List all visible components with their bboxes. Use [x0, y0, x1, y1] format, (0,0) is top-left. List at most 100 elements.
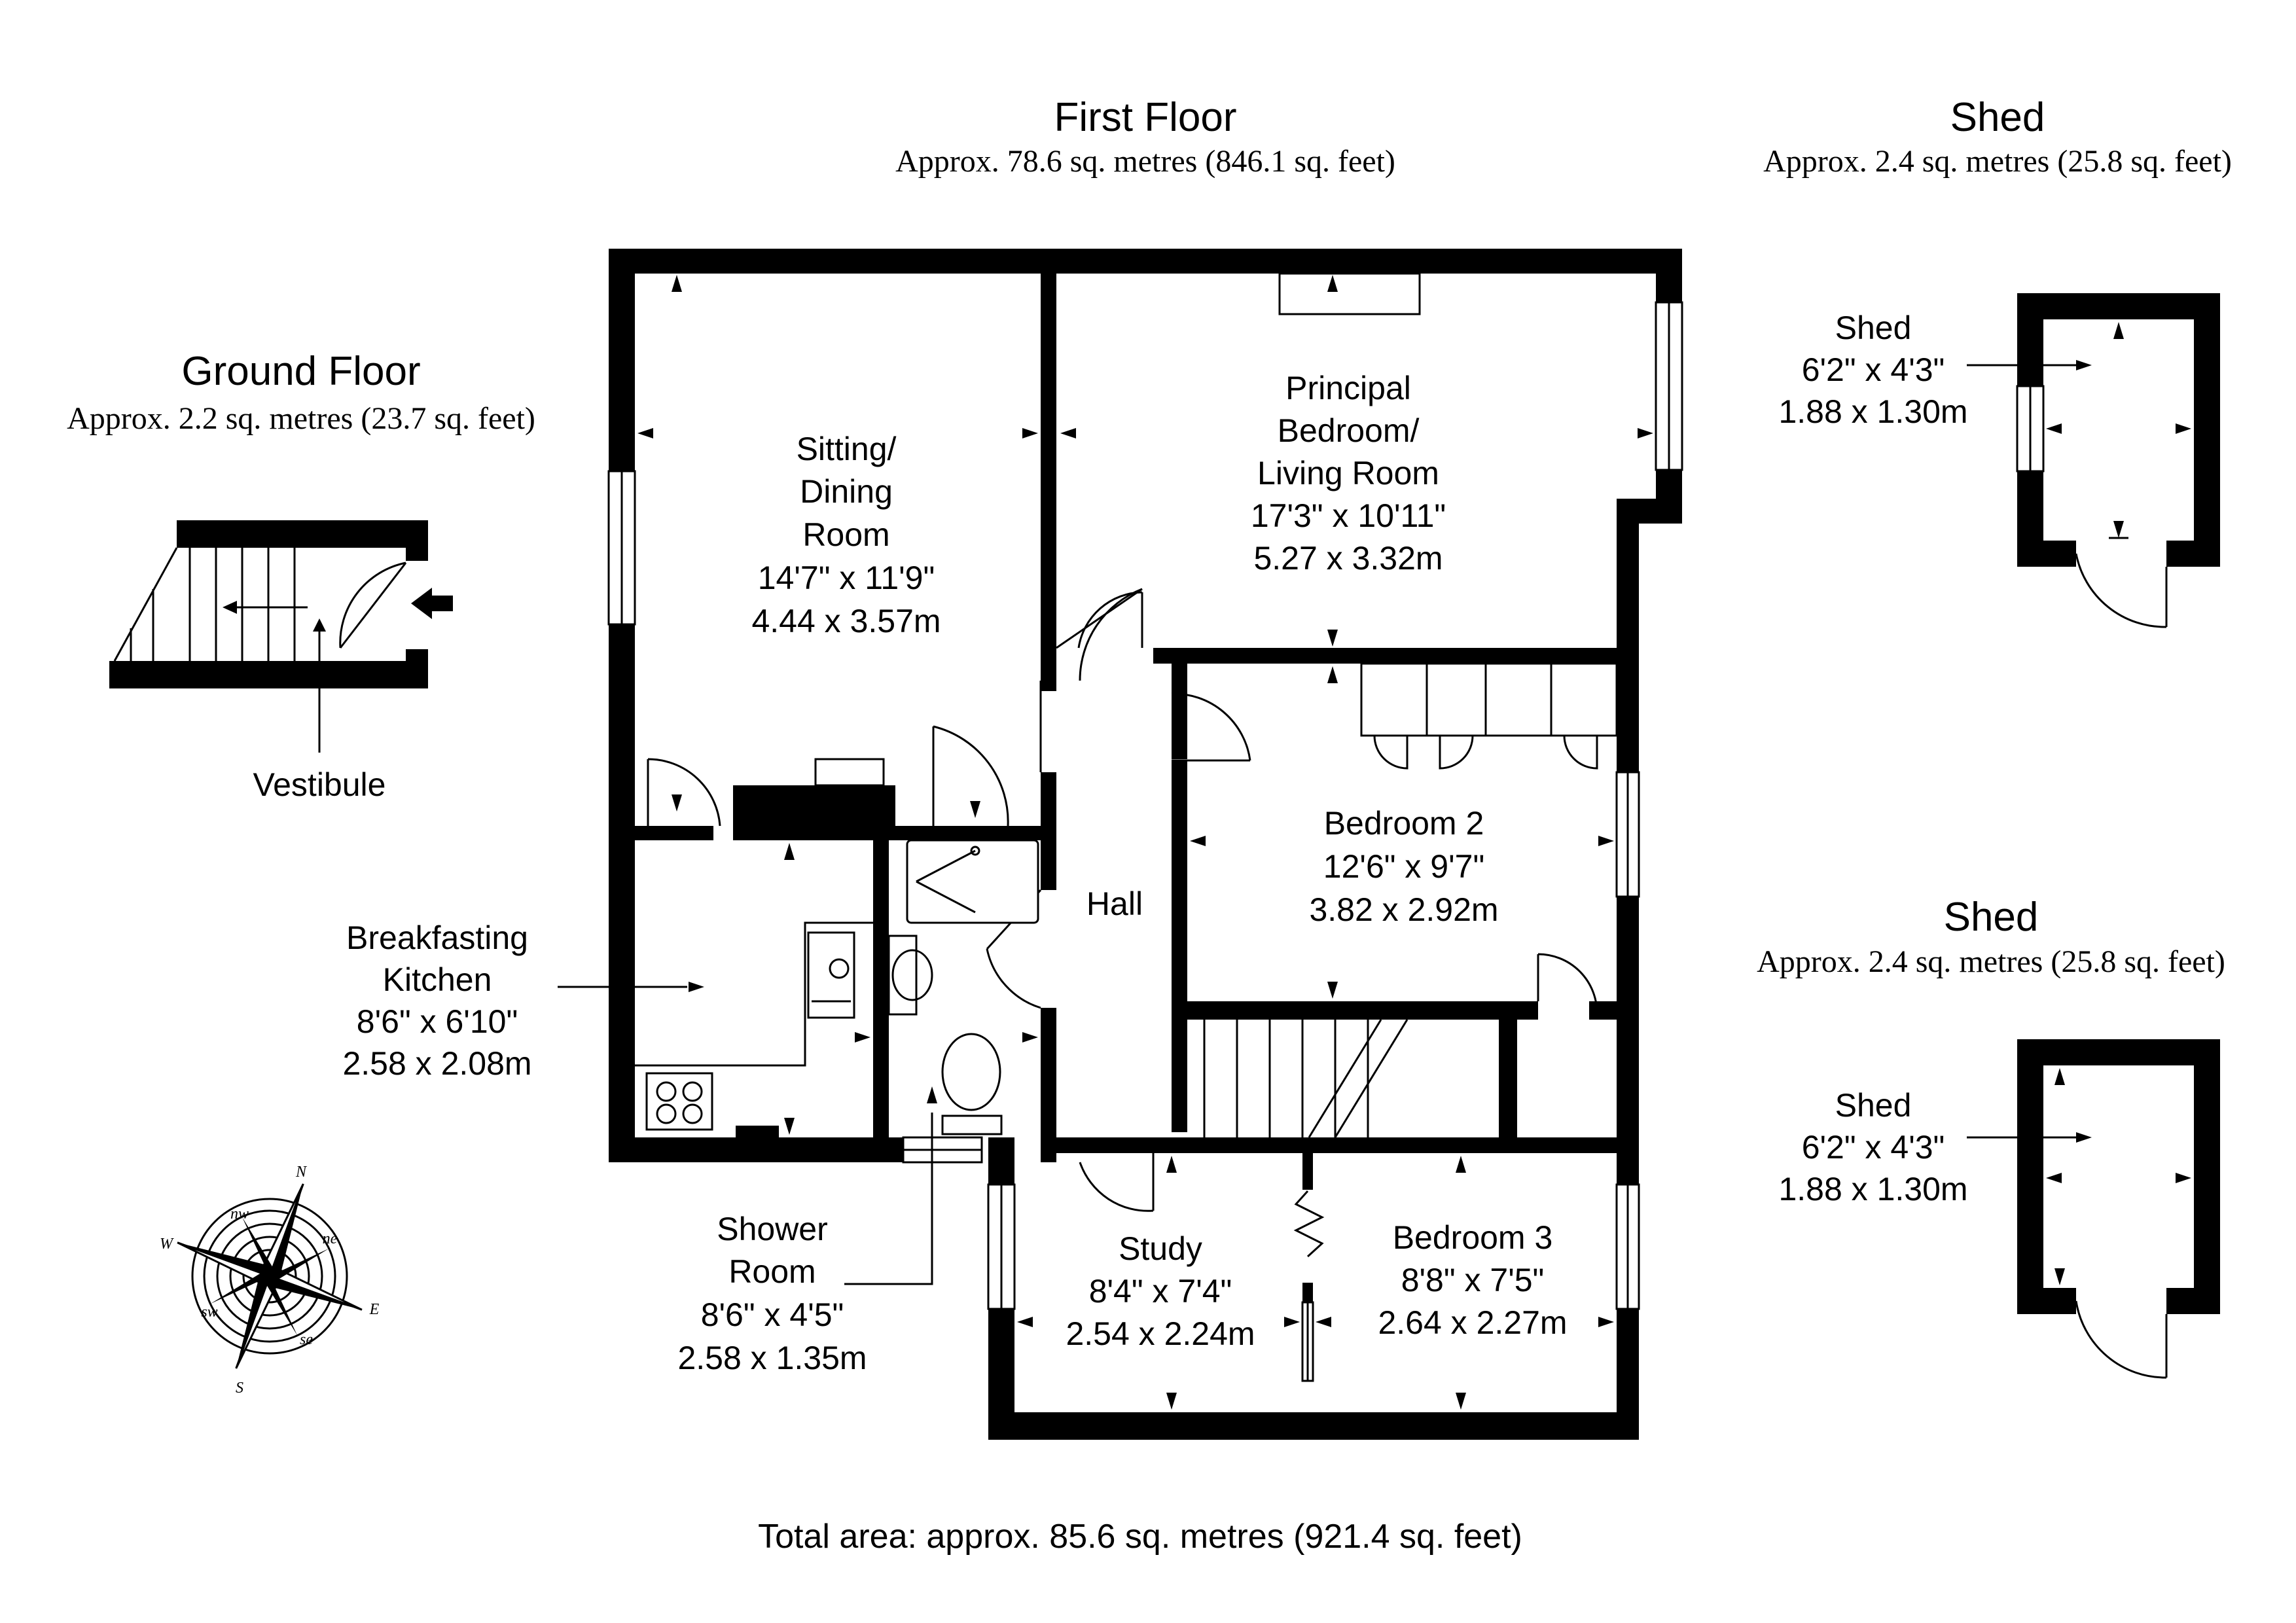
door-sitting-hall: [1056, 588, 1143, 681]
svg-text:8'8" x 7'5": 8'8" x 7'5": [1401, 1262, 1545, 1298]
kitchen-counter: [635, 921, 873, 1139]
wall-kitchen-chimney-inner: [764, 785, 816, 813]
svg-text:Shed: Shed: [1835, 1087, 1912, 1124]
svg-text:2.58 x 1.35m: 2.58 x 1.35m: [677, 1340, 867, 1376]
svg-text:S: S: [236, 1380, 243, 1397]
room-label-bedroom3: Bedroom 3 8'8" x 7'5" 2.64 x 2.27m: [1378, 1219, 1567, 1341]
room-label-shower: Shower Room 8'6" x 4'5" 2.58 x 1.35m: [677, 1211, 867, 1376]
wall-stair-west: [1172, 1001, 1187, 1132]
svg-text:8'4" x 7'4": 8'4" x 7'4": [1089, 1273, 1232, 1310]
wall-principal-bedroom2: [1153, 648, 1639, 664]
wall-hall-west-a: [1041, 772, 1056, 890]
door-bedroom2-hall: [1171, 692, 1251, 762]
wall-store-west: [1499, 1008, 1517, 1137]
dimension-arrows: [637, 275, 1653, 1410]
door-store: [1537, 953, 1598, 1014]
door-principal-hall: [1077, 591, 1143, 649]
svg-text:4.44 x 3.57m: 4.44 x 3.57m: [751, 603, 941, 639]
svg-text:17'3" x 10'11": 17'3" x 10'11": [1251, 497, 1446, 534]
vestibule-wall-bottom: [109, 661, 428, 688]
svg-text:E: E: [369, 1301, 380, 1318]
svg-text:Study: Study: [1119, 1230, 1202, 1267]
wall-hall-west-b: [1041, 1008, 1056, 1162]
vestibule-entrance-door: [339, 562, 407, 649]
wall-bedroom2-west-b: [1172, 760, 1187, 1009]
first-floor-title: First Floor: [1054, 95, 1237, 140]
svg-text:W: W: [160, 1236, 174, 1253]
svg-text:8'6" x 6'10": 8'6" x 6'10": [357, 1003, 518, 1040]
first-floor-heading: First Floor Approx. 78.6 sq. metres (846…: [895, 95, 1395, 179]
svg-text:3.82 x 2.92m: 3.82 x 2.92m: [1309, 891, 1498, 928]
svg-text:2.54 x 2.24m: 2.54 x 2.24m: [1066, 1315, 1255, 1352]
shower-tray: [906, 839, 1039, 924]
svg-text:1.88 x 1.30m: 1.88 x 1.30m: [1778, 393, 1967, 430]
wardrobes-bedroom2: [1360, 662, 1618, 770]
svg-text:Room: Room: [728, 1253, 816, 1290]
ground-floor-area: Approx. 2.2 sq. metres (23.7 sq. feet): [67, 401, 535, 436]
svg-text:Living Room: Living Room: [1257, 455, 1439, 491]
vestibule-wall-jamb-bottom: [406, 649, 428, 688]
ground-floor-heading: Ground Floor Approx. 2.2 sq. metres (23.…: [67, 349, 535, 436]
entrance-arrow-icon: [411, 588, 453, 619]
svg-text:Principal: Principal: [1285, 370, 1411, 406]
svg-text:Bedroom/: Bedroom/: [1278, 412, 1420, 449]
svg-text:Dining: Dining: [800, 473, 893, 510]
wall-study-bedroom3-b: [1302, 1283, 1313, 1302]
svg-text:5.27 x 3.32m: 5.27 x 3.32m: [1253, 540, 1443, 577]
wall-bedroom2-west-a: [1172, 664, 1187, 759]
shed-bottom-label: Shed 6'2" x 4'3" 1.88 x 1.30m: [1778, 1087, 1967, 1207]
room-label-study: Study 8'4" x 7'4" 2.54 x 2.24m: [1066, 1230, 1255, 1352]
door-kitchen: [647, 758, 721, 827]
toilet: [941, 1033, 1003, 1135]
svg-text:8'6" x 4'5": 8'6" x 4'5": [701, 1296, 844, 1333]
door-store-hall: [932, 725, 1009, 827]
svg-text:12'6" x 9'7": 12'6" x 9'7": [1323, 848, 1484, 885]
svg-text:6'2" x 4'3": 6'2" x 4'3": [1802, 351, 1945, 388]
svg-text:Shower: Shower: [717, 1211, 828, 1247]
shed-top-label: Shed 6'2" x 4'3" 1.88 x 1.30m: [1778, 310, 1967, 430]
svg-text:nw: nw: [230, 1205, 249, 1222]
svg-text:Hall: Hall: [1086, 885, 1143, 922]
svg-text:2.58 x 2.08m: 2.58 x 2.08m: [342, 1045, 531, 1082]
wall-shower-north: [877, 826, 1041, 840]
wall-hall-jamb: [1041, 681, 1056, 691]
vestibule-stairs: [113, 547, 326, 662]
vestibule-wall-top: [177, 520, 428, 548]
wall-west: [609, 249, 635, 1162]
fireplace-kitchen: [814, 758, 885, 787]
wall-study-bedroom3-a: [1302, 1153, 1313, 1190]
vestibule-wall-jamb-top: [406, 520, 428, 561]
room-label-principal: Principal Bedroom/ Living Room 17'3" x 1…: [1251, 370, 1446, 577]
svg-text:Room: Room: [802, 516, 889, 553]
shed-bottom-plan: [1967, 1039, 2220, 1379]
shed-bottom-heading: Shed Approx. 2.4 sq. metres (25.8 sq. fe…: [1757, 895, 2225, 979]
shower-leader-line: [844, 1113, 933, 1285]
wall-south: [988, 1412, 1639, 1440]
room-label-sitting: Sitting/ Dining Room 14'7" x 11'9" 4.44 …: [751, 431, 941, 639]
first-floor-area: Approx. 78.6 sq. metres (846.1 sq. feet): [895, 144, 1395, 179]
first-floor-plan: [558, 249, 1683, 1440]
door-study-hall: [1079, 1153, 1155, 1212]
svg-text:N: N: [295, 1164, 308, 1181]
svg-text:1.88 x 1.30m: 1.88 x 1.30m: [1778, 1171, 1967, 1207]
svg-text:se: se: [300, 1331, 313, 1348]
svg-text:ne: ne: [323, 1230, 338, 1247]
svg-text:2.64 x 2.27m: 2.64 x 2.27m: [1378, 1304, 1567, 1341]
svg-text:Bedroom 2: Bedroom 2: [1324, 805, 1484, 842]
stairwell: [1203, 1019, 1408, 1138]
svg-text:Kitchen: Kitchen: [383, 961, 492, 998]
wall-sitting-principal: [1041, 274, 1056, 681]
shed-bottom-title: Shed: [1944, 895, 2039, 940]
fireplace-principal: [1278, 272, 1421, 315]
ground-floor-title: Ground Floor: [181, 349, 420, 394]
room-label-hall: Hall: [1086, 885, 1143, 922]
shed-top-plan: [1967, 293, 2220, 628]
shed-top-heading: Shed Approx. 2.4 sq. metres (25.8 sq. fe…: [1763, 95, 2232, 179]
svg-text:14'7" x 11'9": 14'7" x 11'9": [758, 560, 935, 596]
svg-text:6'2" x 4'3": 6'2" x 4'3": [1802, 1129, 1945, 1166]
svg-text:Shed: Shed: [1835, 310, 1912, 346]
wall-kitchen-north-a: [635, 826, 713, 840]
shed-top-title: Shed: [1950, 95, 2045, 140]
vestibule-label: Vestibule: [253, 766, 386, 803]
